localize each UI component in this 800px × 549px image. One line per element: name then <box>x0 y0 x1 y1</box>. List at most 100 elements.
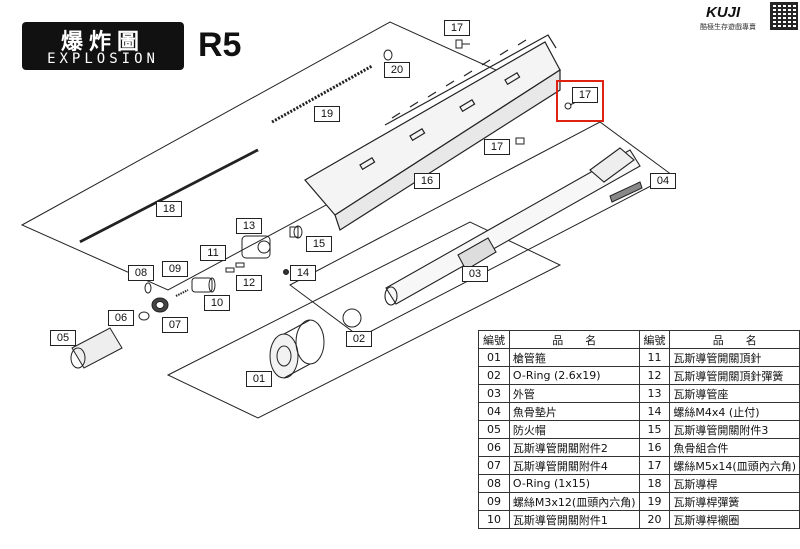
part-number: 12 <box>638 366 671 385</box>
callout-14: 14 <box>290 265 316 281</box>
header-number: 編號 <box>478 330 510 349</box>
set-screw <box>283 269 289 275</box>
part-name: O-Ring (1x15) <box>508 474 640 493</box>
callout-07: 07 <box>162 317 188 333</box>
callout-19: 19 <box>314 106 340 122</box>
title-english: EXPLOSION <box>47 51 159 67</box>
part-number: 01 <box>478 348 510 367</box>
part-number: 13 <box>638 384 671 403</box>
part-name: 防火帽 <box>508 420 640 439</box>
gas-valve-part-3 <box>289 225 303 239</box>
screw-17-top <box>455 39 470 49</box>
gas-valve-part-2 <box>138 311 150 321</box>
part-name: 瓦斯導桿 <box>669 474 800 493</box>
part-name: 螺絲M4x4 (止付) <box>669 402 800 421</box>
part-number: 14 <box>638 402 671 421</box>
brand-logo: KUJI <box>706 4 741 21</box>
gas-pin-spring <box>225 267 235 273</box>
table-header-row: 編號 品 名 編號 品 名 <box>478 330 800 349</box>
callout-04: 04 <box>650 173 676 189</box>
part-number: 06 <box>478 438 510 457</box>
gas-rod-bushing <box>383 49 393 61</box>
gas-rod-spring <box>271 64 373 124</box>
qr-code-icon <box>770 2 798 30</box>
o-ring-2-6x19 <box>342 308 362 328</box>
callout-15: 15 <box>306 236 332 252</box>
callout-17: 17 <box>444 20 470 36</box>
part-name: 螺絲M3x12(皿頭內六角) <box>508 492 640 511</box>
part-name: 瓦斯導桿襯圈 <box>669 510 800 529</box>
part-name: 瓦斯導桿彈簧 <box>669 492 800 511</box>
part-name: 瓦斯導管開關頂針彈簧 <box>669 366 800 385</box>
part-name: 瓦斯導管開關附件2 <box>508 438 640 457</box>
callout-05: 05 <box>50 330 76 346</box>
callout-12: 12 <box>236 275 262 291</box>
handguard-rail <box>304 34 561 231</box>
part-number: 15 <box>638 420 671 439</box>
part-name: 槍管箍 <box>508 348 640 367</box>
part-number: 17 <box>638 456 671 475</box>
part-number: 08 <box>478 474 510 493</box>
flash-hider <box>70 327 123 369</box>
part-name: 瓦斯導管開關附件3 <box>669 420 800 439</box>
part-name: 瓦斯導管開關附件1 <box>508 510 640 529</box>
gas-valve-part-1 <box>191 277 216 293</box>
highlight-frame <box>556 80 604 122</box>
part-name: 螺絲M5x14(皿頭內六角) <box>669 456 800 475</box>
gas-rod <box>79 148 259 244</box>
gas-block <box>241 235 271 259</box>
callout-08: 08 <box>128 265 154 281</box>
title-chinese: 爆炸圖 <box>60 30 145 55</box>
header-number: 編號 <box>638 330 671 349</box>
part-number: 16 <box>638 438 671 457</box>
callout-16: 16 <box>414 173 440 189</box>
part-name: 魚骨墊片 <box>508 402 640 421</box>
callout-01: 01 <box>246 371 272 387</box>
callout-03: 03 <box>462 266 488 282</box>
model-name: R5 <box>198 26 242 64</box>
outer-barrel <box>384 147 641 306</box>
barrel-nut <box>269 319 325 379</box>
screw-17-mid <box>515 137 525 145</box>
part-number: 18 <box>638 474 671 493</box>
title-block: 爆炸圖 EXPLOSION <box>22 22 184 70</box>
callout-09: 09 <box>162 261 188 277</box>
callout-11: 11 <box>200 245 226 261</box>
part-number: 02 <box>478 366 510 385</box>
callout-02: 02 <box>346 331 372 347</box>
header-name: 品 名 <box>669 330 800 349</box>
callout-13: 13 <box>236 218 262 234</box>
part-name: 外管 <box>508 384 640 403</box>
callout-10: 10 <box>204 295 230 311</box>
callout-20: 20 <box>384 62 410 78</box>
callout-18: 18 <box>156 201 182 217</box>
gas-pin <box>235 262 245 268</box>
part-number: 09 <box>478 492 510 511</box>
gas-valve-part-4 <box>151 297 169 313</box>
part-number: 04 <box>478 402 510 421</box>
rail-shim <box>609 181 643 203</box>
callout-17-highlighted: 17 <box>572 87 598 103</box>
part-number: 10 <box>478 510 510 529</box>
o-ring-1x15 <box>144 282 152 294</box>
part-name: 瓦斯導管開關頂針 <box>669 348 800 367</box>
brand-subtitle: 酷極生存遊戲專賣 <box>700 23 756 31</box>
callout-06: 06 <box>108 310 134 326</box>
part-number: 07 <box>478 456 510 475</box>
part-number: 03 <box>478 384 510 403</box>
screw-m3x12 <box>175 289 189 297</box>
callout-17: 17 <box>484 139 510 155</box>
part-number: 19 <box>638 492 671 511</box>
panel-lower <box>166 221 562 419</box>
